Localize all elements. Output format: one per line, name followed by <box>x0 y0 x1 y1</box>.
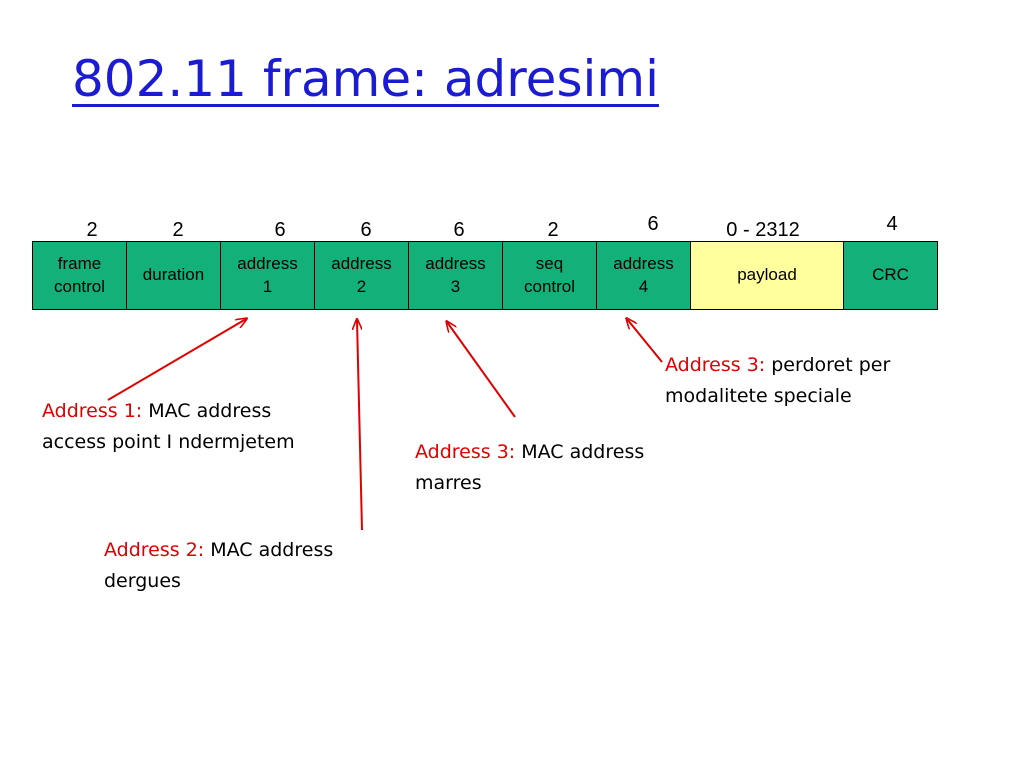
arrow-address-2 <box>357 320 363 531</box>
field-duration: duration <box>126 241 221 310</box>
size-crc: 4 <box>886 213 898 235</box>
note-address-1: Address 1: MAC address access point I nd… <box>42 396 295 459</box>
note-text: MAC address <box>142 400 272 422</box>
note-text: dergues <box>104 570 181 593</box>
field-label: 1 <box>262 276 273 296</box>
size-payload: 0 - 2312 <box>726 219 800 241</box>
note-label: Address 1: <box>42 400 143 422</box>
field-label: control <box>523 276 576 296</box>
note-text: modalitete speciale <box>665 385 852 408</box>
note-label: Address 3: <box>415 441 516 463</box>
arrow-address-3 <box>447 322 516 418</box>
note-text: MAC address <box>515 441 645 463</box>
field-label: control <box>53 276 106 296</box>
size-seq-control: 2 <box>547 219 559 241</box>
note-text: access point I ndermjetem <box>42 431 295 454</box>
field-label: address <box>425 254 486 274</box>
field-label: address <box>613 254 674 274</box>
size-address-3: 6 <box>453 219 465 241</box>
field-label: address <box>331 254 392 274</box>
field-label: 3 <box>450 276 461 296</box>
field-label: seq <box>535 254 564 274</box>
field-label: duration <box>142 265 205 285</box>
size-duration: 2 <box>172 219 184 241</box>
size-address-4: 6 <box>647 213 659 235</box>
field-label: address <box>237 254 298 274</box>
size-address-2: 6 <box>360 219 372 241</box>
field-crc: CRC <box>843 241 938 310</box>
note-text: perdoret per <box>765 354 891 376</box>
size-address-1: 6 <box>274 219 286 241</box>
arrow-address-1 <box>107 319 246 401</box>
note-address-2: Address 2: MAC address dergues <box>104 535 333 598</box>
field-label: frame <box>57 254 102 274</box>
note-address-3: Address 3: MAC address marres <box>415 437 644 500</box>
note-text: MAC address <box>204 539 334 561</box>
field-label: CRC <box>872 265 909 285</box>
field-payload: payload <box>690 241 844 310</box>
note-label: Address 2: <box>104 539 205 561</box>
note-text: marres <box>415 472 482 495</box>
note-label: Address 3: <box>665 354 766 376</box>
arrow-address-4 <box>627 319 663 363</box>
slide-title: 802.11 frame: adresimi <box>72 50 659 108</box>
field-label: 4 <box>638 276 649 296</box>
field-label: 2 <box>356 276 367 296</box>
size-frame-control: 2 <box>86 219 98 241</box>
note-address-4: Address 3: perdoret per modalitete speci… <box>665 350 890 413</box>
field-label: payload <box>737 265 797 285</box>
